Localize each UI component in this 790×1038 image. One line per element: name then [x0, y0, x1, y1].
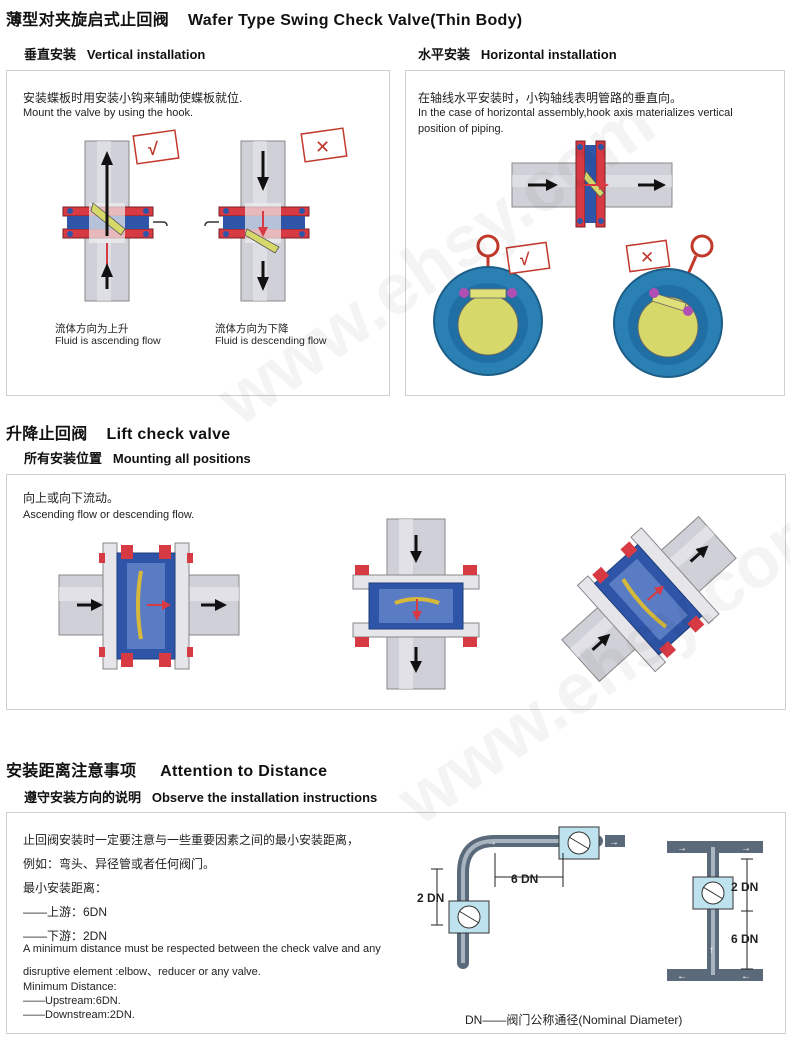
- check-mark-icon: √: [148, 139, 158, 159]
- section2-title: 升降止回阀 Lift check valve: [6, 420, 230, 444]
- horizontal-label-cn: 水平安装: [418, 47, 471, 62]
- correct-box-2: [505, 241, 551, 275]
- distance-line-cn-2: 例如：弯头、异径管或者任何阀门。: [23, 857, 216, 871]
- section1-title-cn: 薄型对夹旋启式止回阀: [6, 12, 170, 29]
- section3-title-cn: 安装距离注意事项: [6, 763, 137, 780]
- wafer-disc-incorrect-illustration: [613, 234, 723, 378]
- vertical-installation-panel: 安装蝶板时用安装小钩来辅助使蝶板就位. Mount the valve by u…: [6, 70, 390, 396]
- horizontal-desc-cn: 在轴线水平安装时，小钩轴线表明管路的垂直向。: [418, 91, 683, 105]
- horizontal-installation-panel: 在轴线水平安装时，小钩轴线表明管路的垂直向。 In the case of ho…: [405, 70, 785, 396]
- caption-ascending-en: Fluid is ascending flow: [55, 335, 161, 347]
- incorrect-box-2: [625, 239, 671, 273]
- horizontal-installation-diagram: √ ✕: [433, 140, 723, 378]
- distance-line-en-1: A minimum distance must be respected bet…: [23, 943, 381, 955]
- dim-6dn-right: 6 DN: [731, 932, 758, 946]
- ascending-valve-illustration: [62, 140, 168, 302]
- vertical-installation-heading: 垂直安装 Vertical installation: [24, 44, 205, 63]
- svg-text:→: →: [487, 837, 497, 848]
- section2-title-en: Lift check valve: [106, 426, 231, 443]
- caption-ascending-cn: 流体方向为上升: [55, 323, 129, 335]
- section3-sub-en: Observe the installation instructions: [151, 790, 378, 805]
- distance-line-en-3: Minimum Distance:: [23, 981, 117, 993]
- lift-check-valve-diagram: [58, 515, 737, 690]
- distance-line-cn-3: 最小安装距离：: [23, 881, 108, 895]
- check-mark-icon-2: √: [520, 250, 530, 269]
- svg-text:→: →: [677, 843, 687, 854]
- lift-check-valve-panel: 向上或向下流动。 Ascending flow or descending fl…: [6, 474, 786, 710]
- lift-valve-horizontal-illustration: [58, 542, 240, 670]
- correct-box: [132, 129, 180, 165]
- distance-line-cn-4: ——上游：6DN: [23, 905, 108, 919]
- svg-text:↑: ↑: [709, 945, 714, 956]
- horizontal-label-en: Horizontal installation: [480, 47, 617, 62]
- horizontal-desc-en-2: position of piping.: [418, 123, 504, 135]
- cross-mark-icon-2: ✕: [640, 248, 654, 267]
- caption-descending-en: Fluid is descending flow: [215, 335, 327, 347]
- distance-line-en-4: ——Upstream:6DN.: [23, 995, 121, 1007]
- section3-sub-cn: 遵守安装方向的说明: [24, 790, 142, 805]
- distance-line-cn-1: 止回阀安装时一定要注意与一些重要因素之间的最小安装距离，: [23, 833, 360, 847]
- elbow-distance-illustration: 2 DN 6 DN ↑ → → →: [417, 826, 625, 969]
- section3-title: 安装距离注意事项 Attention to Distance: [6, 757, 327, 781]
- distance-panel: 止回阀安装时一定要注意与一些重要因素之间的最小安装距离， 例如：弯头、异径管或者…: [6, 812, 786, 1034]
- section1-title-en: Wafer Type Swing Check Valve(Thin Body): [188, 12, 523, 29]
- section2-desc-en: Ascending flow or descending flow.: [23, 509, 195, 521]
- descending-valve-illustration: [204, 140, 310, 302]
- svg-text:→: →: [741, 843, 751, 854]
- tee-distance-illustration: 2 DN 6 DN → → ← ← ↑: [667, 841, 763, 982]
- distance-line-en-2: disruptive element :elbow、reducer or any…: [23, 966, 261, 978]
- vertical-label-cn: 垂直安装: [24, 47, 77, 62]
- distance-diagram: 2 DN 6 DN ↑ → → → 2 DN 6 DN: [417, 826, 763, 982]
- vertical-desc-cn: 安装蝶板时用安装小钩来辅助使蝶板就位.: [23, 91, 243, 105]
- svg-text:↑: ↑: [469, 880, 474, 891]
- section2-sub-en: Mounting all positions: [112, 451, 251, 466]
- distance-line-en-5: ——Downstream:2DN.: [23, 1009, 135, 1021]
- vertical-installation-diagram: √ ✕: [62, 127, 348, 302]
- svg-text:←: ←: [677, 971, 687, 982]
- svg-text:←: ←: [741, 971, 751, 982]
- dim-2dn-right: 2 DN: [731, 880, 758, 894]
- horizontal-desc-en-1: In the case of horizontal assembly,hook …: [418, 107, 733, 119]
- dim-6dn-top: 6 DN: [511, 872, 538, 886]
- section2-desc-cn: 向上或向下流动。: [23, 491, 120, 505]
- section1-title: 薄型对夹旋启式止回阀 Wafer Type Swing Check Valve(…: [6, 6, 522, 30]
- cross-mark-icon: ✕: [315, 137, 330, 157]
- section2-subtitle: 所有安装位置 Mounting all positions: [24, 448, 251, 467]
- section3-subtitle: 遵守安装方向的说明 Observe the installation instr…: [24, 787, 377, 806]
- incorrect-box: [300, 127, 348, 163]
- dim-2dn-left: 2 DN: [417, 891, 444, 905]
- section2-sub-cn: 所有安装位置: [24, 451, 103, 466]
- distance-line-cn-5: ——下游：2DN: [23, 929, 108, 943]
- vertical-desc-en: Mount the valve by using the hook.: [23, 107, 193, 119]
- section2-title-cn: 升降止回阀: [6, 426, 88, 443]
- lift-valve-vertical-illustration: [352, 518, 480, 690]
- lift-valve-diagonal-illustration: [561, 515, 737, 683]
- caption-descending-cn: 流体方向为下降: [215, 323, 289, 335]
- svg-text:→: →: [609, 837, 619, 848]
- horizontal-installation-heading: 水平安装 Horizontal installation: [418, 44, 617, 63]
- wafer-disc-correct-illustration: [433, 234, 543, 376]
- section3-title-en: Attention to Distance: [160, 763, 328, 780]
- dn-note: DN——阀门公称通径(Nominal Diameter): [465, 1013, 683, 1027]
- vertical-label-en: Vertical installation: [86, 47, 206, 62]
